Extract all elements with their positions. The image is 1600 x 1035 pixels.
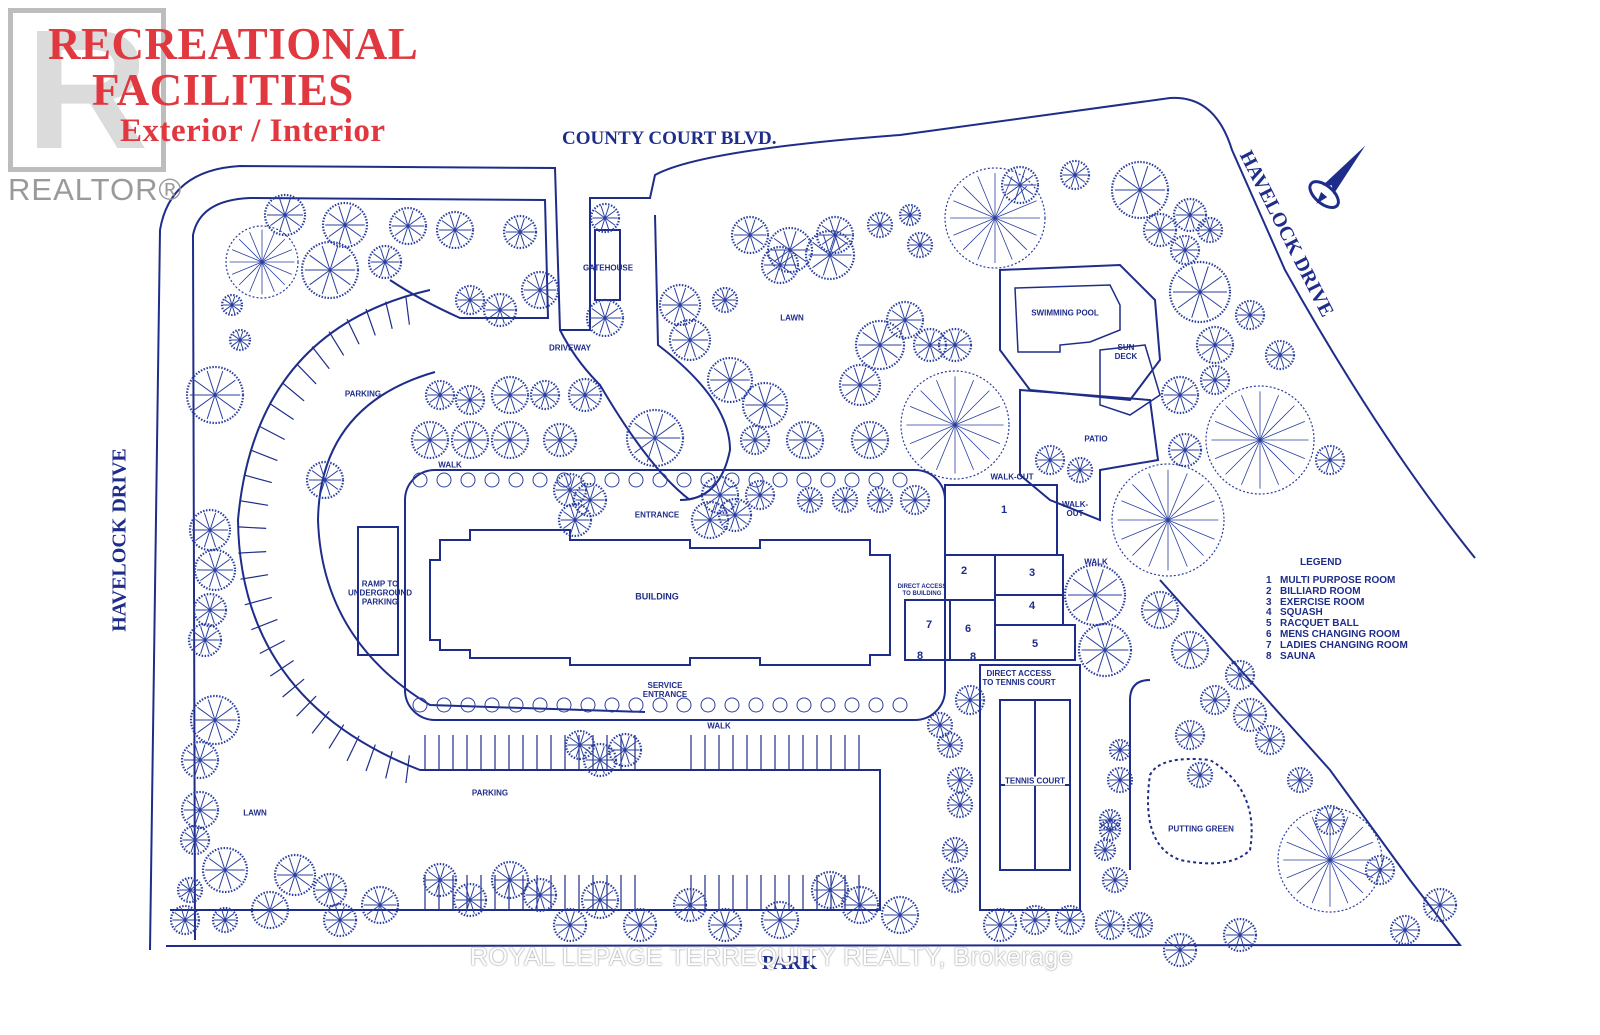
realtor-wordmark: REALTOR® bbox=[8, 172, 183, 207]
page-title-line2: FACILITIES bbox=[92, 65, 354, 115]
road-park: PARK bbox=[762, 952, 818, 974]
compass-arrow-icon bbox=[1308, 145, 1366, 210]
room-number-7: 7 bbox=[925, 619, 933, 631]
page-title-line1: RECREATIONAL bbox=[48, 19, 419, 69]
label-swimming-pool: SWIMMING POOL bbox=[1031, 308, 1099, 318]
label-patio: PATIO bbox=[1084, 434, 1108, 444]
realtor-logo-frame bbox=[8, 8, 166, 172]
label-ramp: RAMP TO UNDERGROUND PARKING bbox=[348, 579, 412, 607]
gatehouse bbox=[594, 229, 621, 301]
rec-block bbox=[944, 484, 1058, 556]
parking-loop-inner bbox=[316, 371, 646, 713]
room-number-4: 4 bbox=[1028, 600, 1036, 612]
label-walk-east: WALK bbox=[1084, 557, 1108, 567]
label-direct-access-tennis: DIRECT ACCESS TO TENNIS COURT bbox=[982, 669, 1056, 687]
tennis-area bbox=[979, 664, 1081, 911]
pool-deck bbox=[999, 263, 1162, 402]
label-walk-north: WALK bbox=[438, 460, 462, 470]
driveway-curve-2 bbox=[654, 214, 732, 501]
parking-loop-outer bbox=[170, 289, 881, 911]
room-number-3: 3 bbox=[1028, 567, 1036, 579]
room-number-5: 5 bbox=[1031, 638, 1039, 650]
room-number-8a: 8 bbox=[916, 650, 924, 662]
realtor-logo-icon: R bbox=[25, 0, 149, 185]
legend-heading: LEGEND bbox=[1300, 557, 1342, 568]
label-driveway: DRIVEWAY bbox=[549, 343, 591, 353]
label-parking-north: PARKING bbox=[344, 389, 382, 399]
room-number-2: 2 bbox=[960, 565, 968, 577]
label-putting-green: PUTTING GREEN bbox=[1168, 824, 1234, 834]
label-tennis-court: TENNIS COURT bbox=[1005, 776, 1065, 786]
label-walk-out-side: WALK-OUT bbox=[1062, 500, 1089, 518]
label-entrance: ENTRANCE bbox=[634, 510, 680, 520]
room-number-6: 6 bbox=[964, 623, 972, 635]
label-lawn-north: LAWN bbox=[780, 313, 804, 323]
label-service-entrance: SERVICE ENTRANCE bbox=[642, 681, 688, 699]
page-title-line3: Exterior / Interior bbox=[120, 113, 386, 149]
label-parking-south: PARKING bbox=[471, 788, 509, 798]
site-boundary-lower bbox=[165, 579, 1463, 947]
patio-deck bbox=[1019, 388, 1160, 522]
road-havelock-west: HAVELOCK DRIVE bbox=[108, 448, 131, 632]
east-path bbox=[1129, 679, 1151, 870]
label-building: BUILDING bbox=[635, 591, 679, 602]
label-walk-out-top: WALK-OUT bbox=[990, 472, 1034, 482]
pool bbox=[1014, 284, 1121, 353]
room-number-8b: 8 bbox=[969, 651, 977, 663]
brokerage-watermark: ROYAL LEPAGE TERREQUITY REALTY, Brokerag… bbox=[470, 943, 1074, 971]
putting-green-outline bbox=[1147, 758, 1253, 865]
room-number-1: 1 bbox=[1000, 504, 1008, 516]
site-boundary bbox=[149, 96, 1476, 951]
label-lawn-south: LAWN bbox=[243, 808, 267, 818]
driveway-curve bbox=[559, 329, 691, 501]
label-walk-south: WALK bbox=[707, 721, 731, 731]
label-sun-deck: SUN DECK bbox=[1114, 343, 1138, 361]
ramp bbox=[357, 526, 399, 656]
building-outline bbox=[429, 529, 891, 666]
label-gatehouse: GATEHOUSE bbox=[582, 263, 634, 273]
label-direct-access-building: DIRECT ACCESS TO BUILDING bbox=[897, 584, 947, 597]
road-county-court: COUNTY COURT BLVD. bbox=[562, 128, 777, 149]
